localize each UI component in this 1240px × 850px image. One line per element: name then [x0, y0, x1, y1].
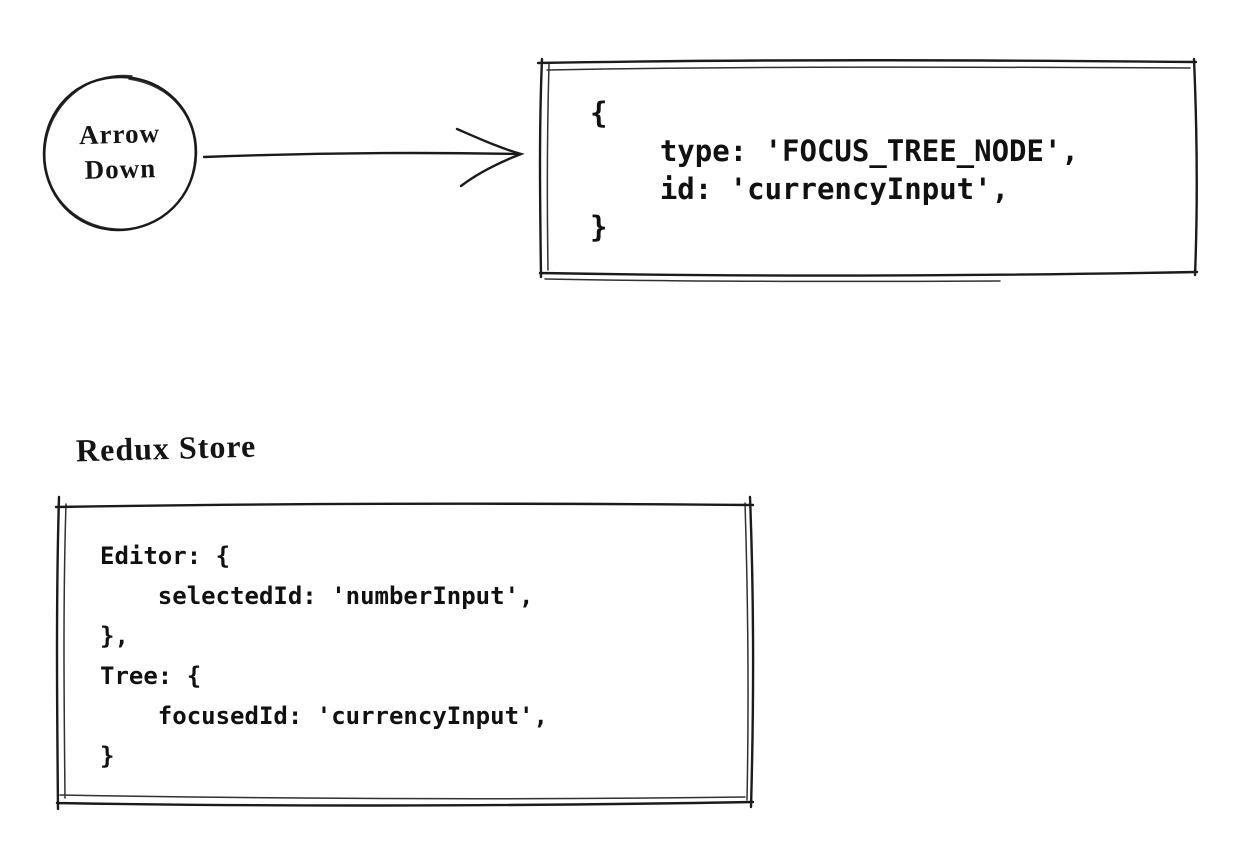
action-box-shape	[536, 57, 1199, 283]
action-payload-code: { type: 'FOCUS_TREE_NODE', id: 'currency…	[590, 94, 1079, 246]
code-line: selectedId: 'numberInput',	[100, 582, 534, 610]
code-line: }	[100, 742, 115, 770]
code-line: type: 'FOCUS_TREE_NODE',	[590, 134, 1079, 168]
code-line: focusedId: 'currencyInput',	[100, 702, 548, 730]
trigger-label-line2: Down	[84, 153, 157, 185]
code-line: }	[590, 210, 608, 244]
right-arrow-icon	[202, 127, 525, 188]
store-box-shape	[54, 495, 755, 811]
code-line: id: 'currencyInput',	[590, 172, 1010, 206]
code-line: {	[590, 96, 608, 130]
trigger-node-label: Arrow Down	[42, 73, 198, 231]
trigger-circle-shape	[42, 74, 198, 232]
code-line: },	[100, 622, 129, 650]
trigger-label-line1: Arrow	[78, 117, 161, 151]
redux-store-label: Redux Store	[75, 427, 257, 469]
redux-store-code: Editor: { selectedId: 'numberInput', }, …	[100, 536, 548, 776]
code-line: Editor: {	[100, 542, 231, 570]
code-line: Tree: {	[100, 662, 202, 690]
